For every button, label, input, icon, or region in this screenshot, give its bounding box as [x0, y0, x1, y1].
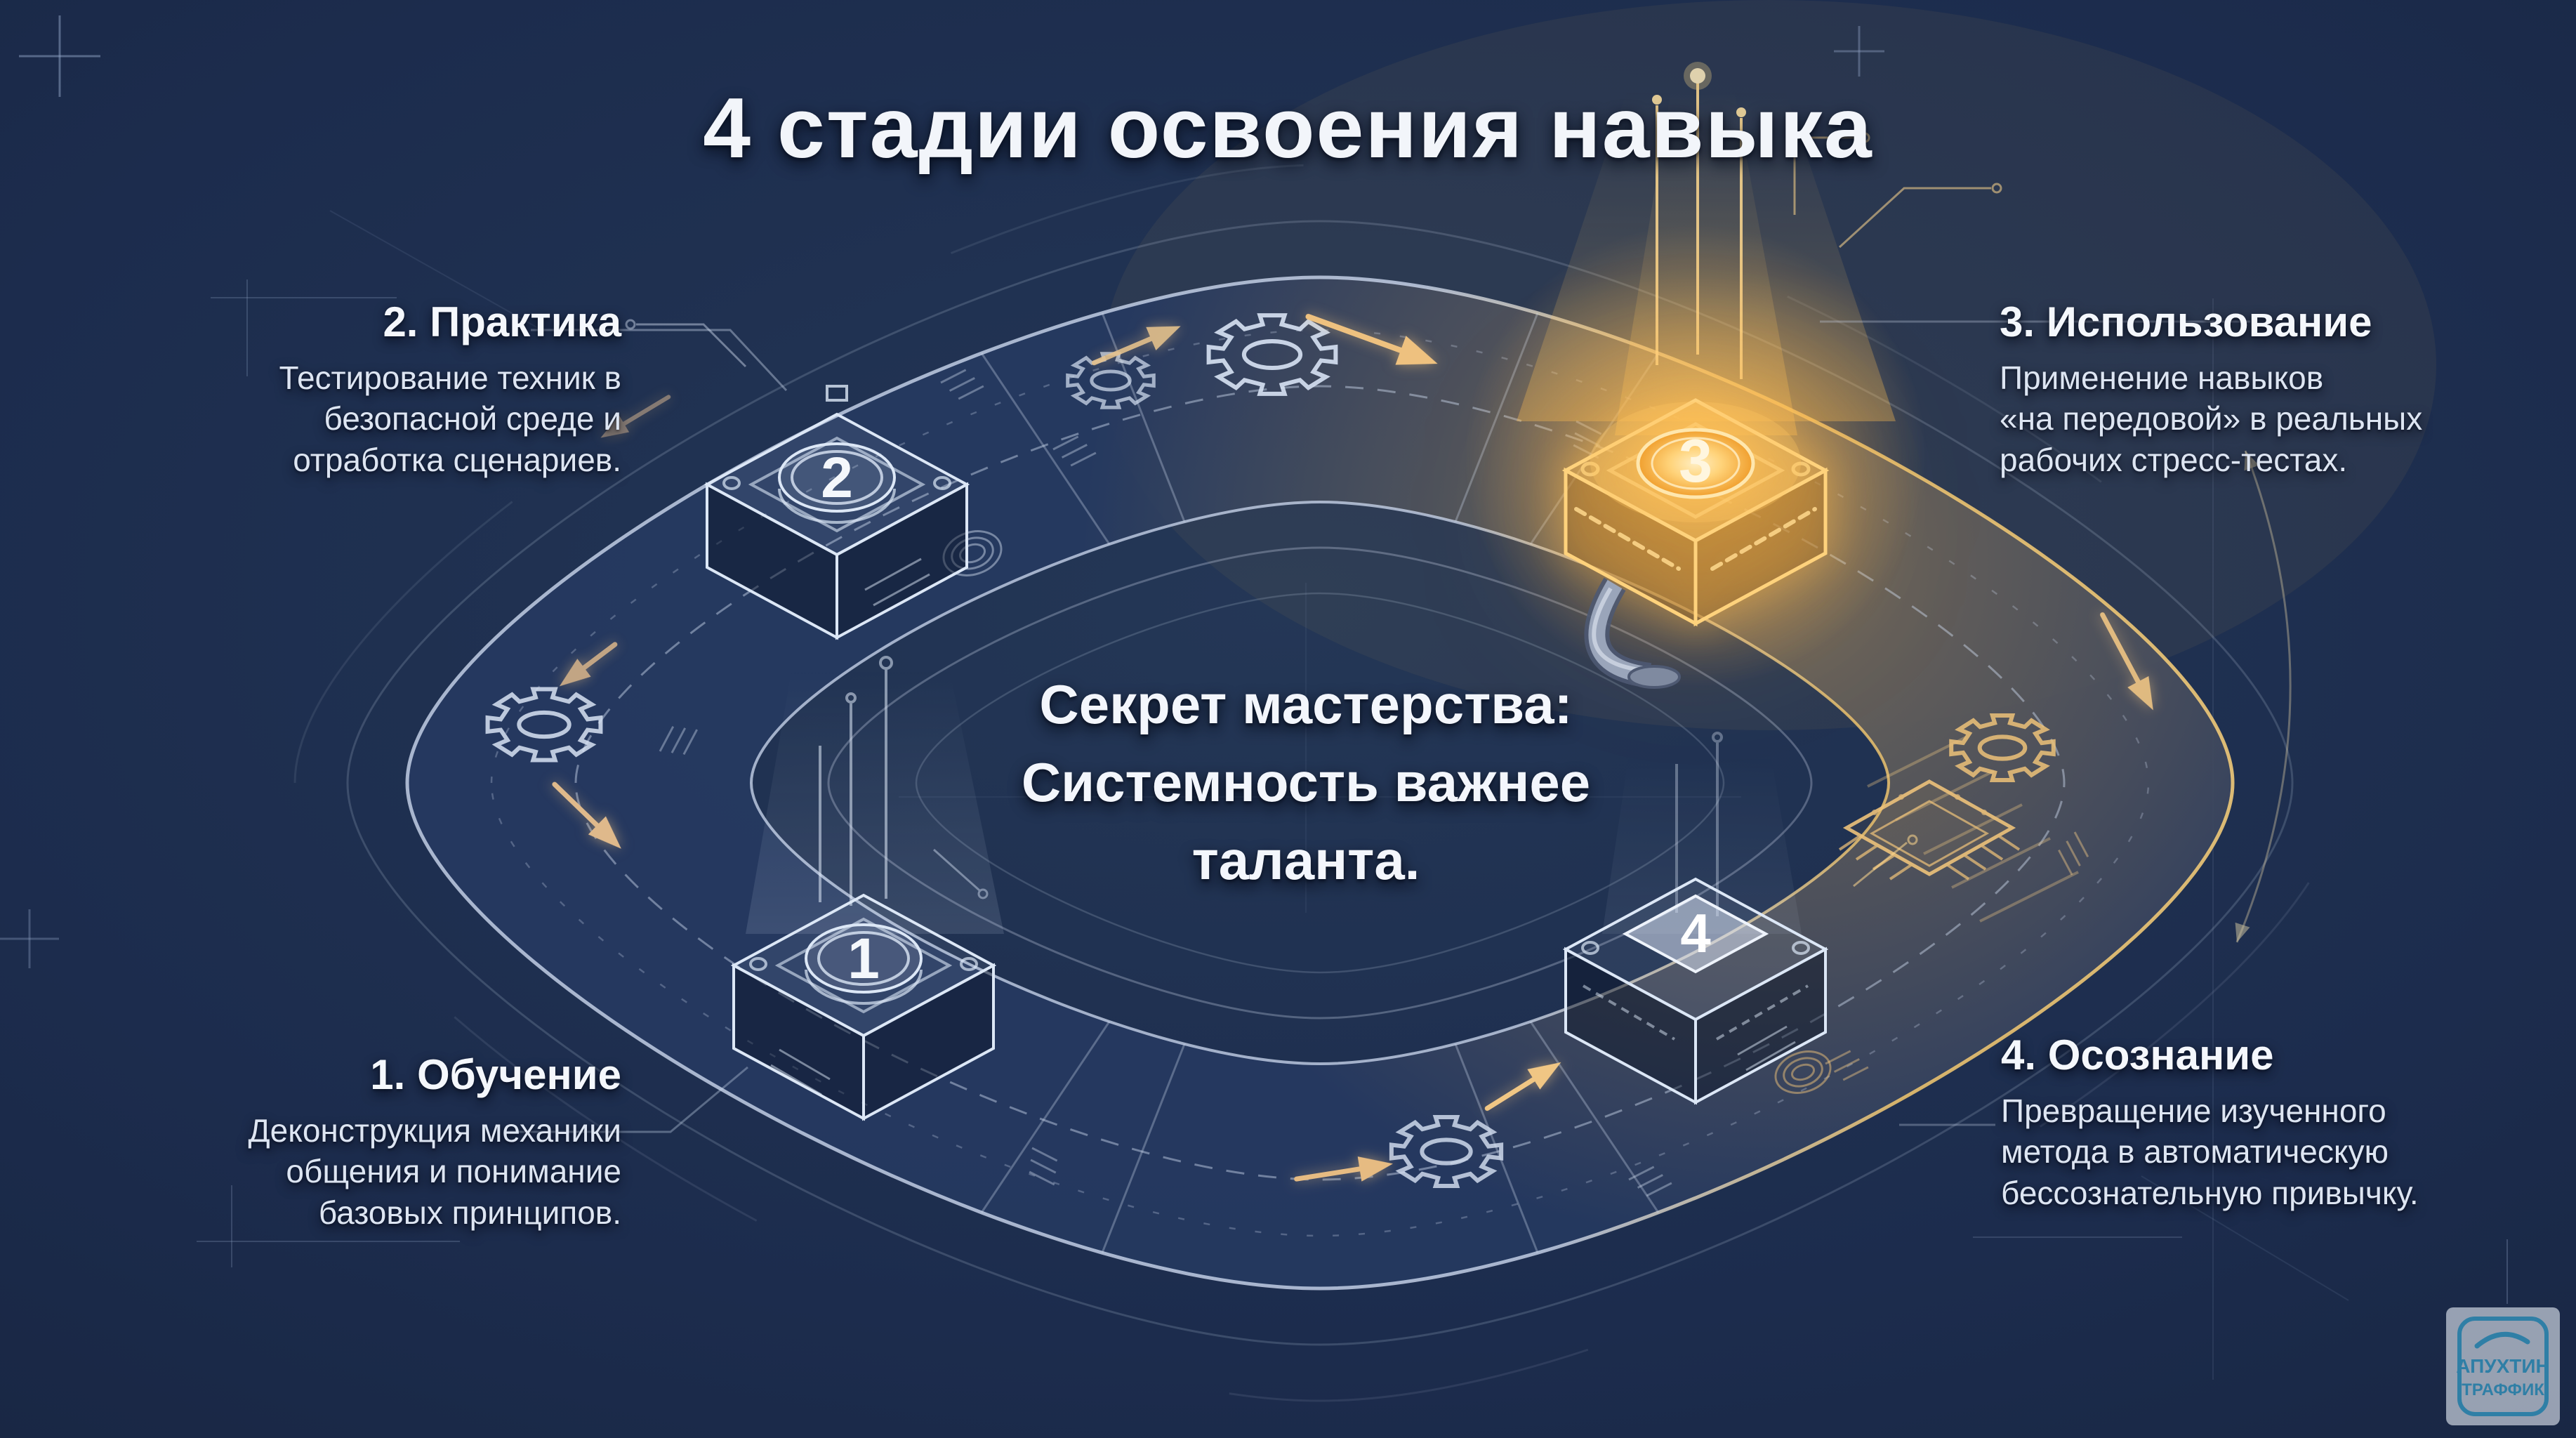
stage-4-label: 4. Осознание Превращение изученного мето… [2001, 1031, 2506, 1213]
node-2-box: 2 [704, 385, 970, 640]
conveyor-arrow-icon [1091, 326, 1181, 366]
watermark-line1: АПУХТИН [2456, 1355, 2550, 1377]
node-3-box: 3 [1561, 398, 1830, 627]
node-2-number: 2 [821, 446, 853, 510]
stage-4-heading: 4. Осознание [2001, 1031, 2274, 1078]
stage-1-description: Деконструкция механики общения и пониман… [248, 1112, 621, 1231]
node-1-box: 1 [730, 893, 997, 1121]
conveyor-arrow-icon [1294, 1156, 1393, 1182]
watermark-badge: АПУХТИН ТРАФФИК [2446, 1307, 2560, 1425]
watermark-line2: ТРАФФИК [2462, 1380, 2544, 1399]
node-4-box: 4 [1562, 877, 1829, 1105]
conveyor-arrow-icon [1484, 1062, 1561, 1112]
stage-1-label: 1. Обучение Деконструкция механики общен… [186, 1050, 621, 1233]
conveyor-arrow-icon [600, 395, 671, 438]
track-outer-ring-faint [346, 220, 2294, 1346]
node-4-chip [1622, 894, 1769, 974]
stage-2-description: Тестирование техник в безопасной среде и… [279, 360, 621, 478]
stage-3-heading: 3. Использование [2000, 298, 2372, 345]
dimension-arc [2235, 450, 2292, 943]
page-title: 4 стадии освоения навыка [703, 80, 1873, 176]
conveyor-arrows [552, 314, 2153, 1182]
conveyor-arrow-icon [559, 642, 618, 687]
swirl-icon [1774, 1050, 1832, 1094]
node-4-number: 4 [1680, 902, 1710, 964]
track-outer-edge [405, 275, 2235, 1291]
conveyor-arrow-icon [1305, 314, 1438, 365]
track-mid-dashed2 [490, 329, 2150, 1237]
node-1-number: 1 [847, 927, 880, 991]
pipe-connector [1584, 577, 1681, 689]
stage-2-label: 2. Практика Тестирование техник в безопа… [200, 298, 621, 480]
stage-3-label: 3. Использование Применение навыков «на … [2000, 298, 2491, 480]
light-cone-node4 [1602, 755, 1802, 934]
stage-1-heading: 1. Обучение [370, 1051, 621, 1098]
stage-4-description: Превращение изученного метода в автомати… [2001, 1093, 2419, 1211]
light-cone-node1 [746, 668, 1004, 934]
track-mid-dashed [574, 385, 2066, 1181]
track-inner-edge [749, 500, 1891, 1066]
antenna-lights-node1 [819, 656, 893, 906]
leader-lines [506, 320, 2250, 1133]
conveyor-arrow-icon [552, 781, 621, 849]
stage-2-heading: 2. Практика [383, 298, 621, 345]
center-note: Секрет мастерства: Системность важнее та… [1021, 673, 1591, 891]
track-inner-ring2 [827, 546, 1813, 1020]
node-3-number: 3 [1679, 428, 1712, 495]
stage-3-description: Применение навыков «на передовой» в реал… [2000, 360, 2423, 478]
watermark-arc [2474, 1331, 2530, 1349]
watermark-logo: АПУХТИН ТРАФФИК [2456, 1317, 2550, 1416]
conveyor-arrow-icon [2100, 612, 2153, 711]
